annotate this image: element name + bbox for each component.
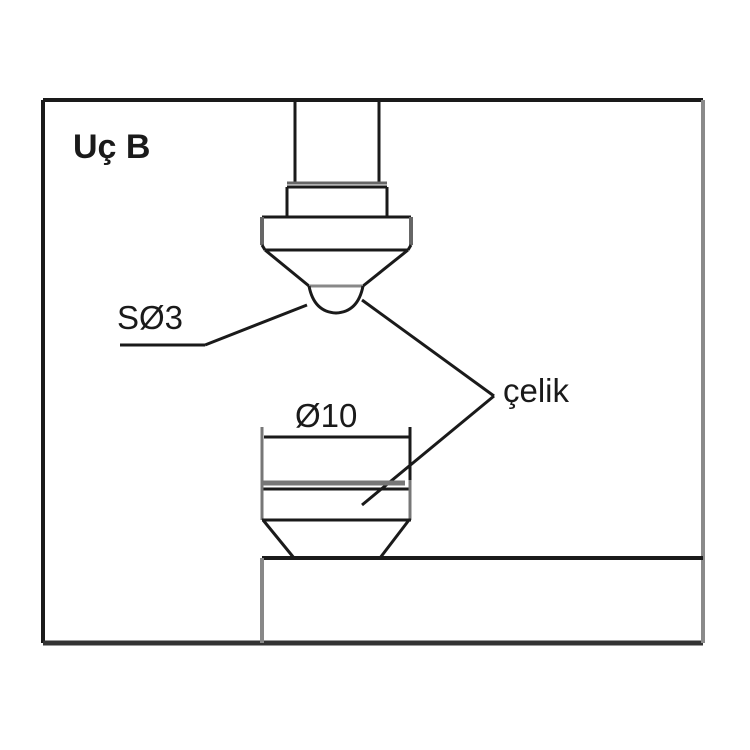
sphere-diameter-label: SØ3 <box>117 299 184 336</box>
outer-frame <box>41 98 705 646</box>
drawing-title: Uç B <box>73 128 151 166</box>
upper-tip <box>260 100 413 315</box>
material-label: çelik <box>503 372 570 409</box>
base-plate <box>260 556 703 643</box>
diameter-dimension <box>260 427 412 480</box>
lower-anvil <box>260 480 412 559</box>
sphere-leader <box>120 303 308 347</box>
material-leaders <box>361 298 495 507</box>
base-diameter-label: Ø10 <box>295 397 358 434</box>
